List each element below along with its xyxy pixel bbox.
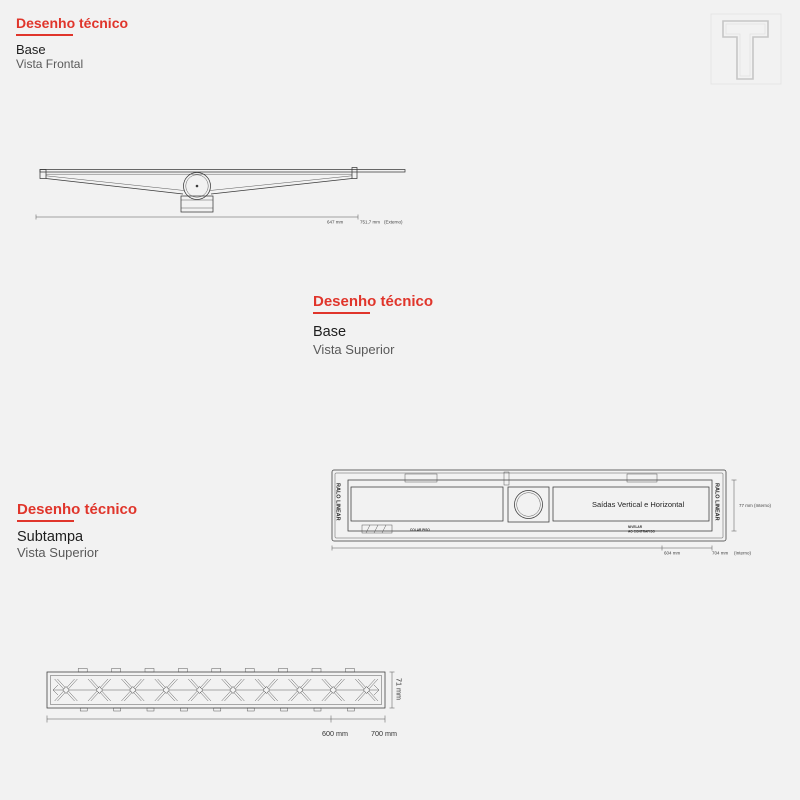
- base-slope-right: [210, 178, 353, 195]
- subtampa-top-tab: [77, 668, 88, 673]
- subtampa-x-center: [363, 686, 371, 694]
- top-view-base-dimensions: 77 mm (Interno) 604 mm 704 mm (Interno): [331, 479, 772, 556]
- section-3-heading: Desenho técnico: [17, 501, 138, 522]
- section-3-subtitle: Vista Superior: [17, 545, 99, 560]
- subtampa-x-center: [95, 686, 103, 694]
- drain-outlet: [180, 195, 214, 213]
- subtampa-x-center: [162, 686, 170, 694]
- base-top-label-box-right: [626, 473, 658, 483]
- base-bottom-label-right-line-2: AO CONTRAPISO: [628, 530, 655, 534]
- base-slope-left: [45, 178, 184, 195]
- subtampa-inner-frame: [50, 675, 382, 705]
- top-view-base-drawing: RALO LINEAR RALO LINEAR Saídas Vertical …: [331, 469, 727, 542]
- section-1-heading: Desenho técnico: [16, 15, 129, 36]
- subtampa-x-center: [229, 686, 237, 694]
- subtampa-bottom-tab: [180, 707, 188, 712]
- base-drain-circle-inner: [516, 492, 541, 517]
- subtampa-height-value: 71 mm: [395, 678, 404, 700]
- base-inner-frame: [347, 479, 713, 532]
- base-slope-left-inner: [45, 175, 185, 191]
- base-bottom-hatched-box: [361, 524, 393, 534]
- base-rim: [39, 169, 406, 173]
- drain-circle-inner: [185, 174, 209, 198]
- frontal-view-drawing: [39, 167, 406, 213]
- subtampa-left-chevron: [52, 684, 59, 696]
- base-center-notch: [503, 471, 510, 486]
- subtampa-top-tab: [144, 668, 155, 673]
- logo-t-inner: [725, 23, 766, 77]
- section-1-title: Base: [16, 42, 46, 57]
- subtampa-width-outer: 700 mm: [371, 729, 397, 738]
- base-width-note: (Interno): [734, 551, 752, 556]
- logo-frame: [710, 13, 782, 85]
- subtampa-x-center: [329, 686, 337, 694]
- subtampa-x-center: [196, 686, 204, 694]
- base-height-note: (Interno): [754, 503, 772, 508]
- frontal-dimension-inner: 647 mm: [327, 220, 344, 225]
- base-center-label: Saídas Vertical e Horizontal: [592, 500, 684, 509]
- subtampa-x-center: [262, 686, 270, 694]
- section-3-title: Subtampa: [17, 529, 84, 545]
- base-bottom-label-left: COLAR PISO: [410, 528, 430, 532]
- subtampa-width-inner: 600 mm: [322, 729, 348, 738]
- frontal-dimension-note: (Externo): [384, 220, 403, 225]
- base-drain-circle-outer: [514, 490, 543, 519]
- subtampa-top-tab: [244, 668, 255, 673]
- base-width-inner: 604 mm: [664, 551, 681, 556]
- subtampa-bottom-tab: [313, 707, 322, 712]
- base-right-end: [351, 167, 358, 179]
- hatch-line-3: [381, 524, 387, 534]
- subtampa-bottom-tab: [280, 707, 288, 712]
- logo-t-shape: [722, 20, 769, 80]
- subtampa-drawing: [46, 668, 386, 712]
- base-width-outer: 704 mm: [712, 551, 729, 556]
- base-height-value: 77 mm: [739, 503, 753, 508]
- base-outer-frame-inner: [334, 472, 724, 539]
- subtampa-bottom-tab: [113, 707, 121, 712]
- subtampa-top-tab: [211, 668, 222, 673]
- frontal-dimension-outer: 751,7 mm: [360, 220, 380, 225]
- subtampa-dimensions: 71 mm 600 mm 700 mm: [46, 671, 404, 738]
- hatch-line-2: [373, 524, 379, 534]
- subtampa-top-tab: [278, 668, 288, 673]
- base-left-channel: [350, 486, 504, 522]
- subtampa-x-center: [129, 686, 137, 694]
- section-2-subtitle: Vista Superior: [313, 342, 395, 357]
- subtampa-x-center: [62, 686, 70, 694]
- subtampa-x-center: [296, 686, 304, 694]
- subtampa-bottom-tab: [347, 707, 355, 712]
- drain-center-dot: [195, 184, 199, 188]
- base-center-box: [507, 486, 550, 523]
- subtampa-right-chevron: [373, 684, 380, 696]
- base-slope-right-inner: [209, 175, 353, 191]
- subtampa-top-tab: [111, 668, 121, 673]
- base-top-label-box-left: [404, 473, 438, 483]
- subtampa-bottom-tab: [246, 707, 255, 712]
- section-2-title: Base: [313, 324, 347, 340]
- base-bottom-label-right-line-1: NIVELAR: [628, 525, 643, 529]
- hatch-line-1: [365, 524, 371, 534]
- subtampa-top-tab: [345, 668, 355, 673]
- frontal-dimensions: 647 mm 751,7 mm (Externo): [35, 214, 403, 225]
- base-side-label-right: RALO LINEAR: [714, 483, 720, 521]
- drain-circle-outer: [183, 172, 211, 200]
- subtampa-bottom-tab: [146, 707, 155, 712]
- subtampa-pattern: [54, 668, 379, 712]
- section-2-heading: Desenho técnico: [313, 293, 434, 314]
- base-side-label-left: RALO LINEAR: [335, 483, 341, 521]
- t-logo-icon: [710, 13, 782, 85]
- subtampa-top-tab: [178, 668, 188, 673]
- base-right-channel: [552, 486, 710, 522]
- section-1-subtitle: Vista Frontal: [16, 57, 84, 71]
- base-left-end: [39, 169, 47, 179]
- subtampa-top-tab: [311, 668, 322, 673]
- subtampa-bottom-tab: [79, 707, 88, 712]
- subtampa-bottom-tab: [213, 707, 222, 712]
- base-outer-frame: [331, 469, 727, 542]
